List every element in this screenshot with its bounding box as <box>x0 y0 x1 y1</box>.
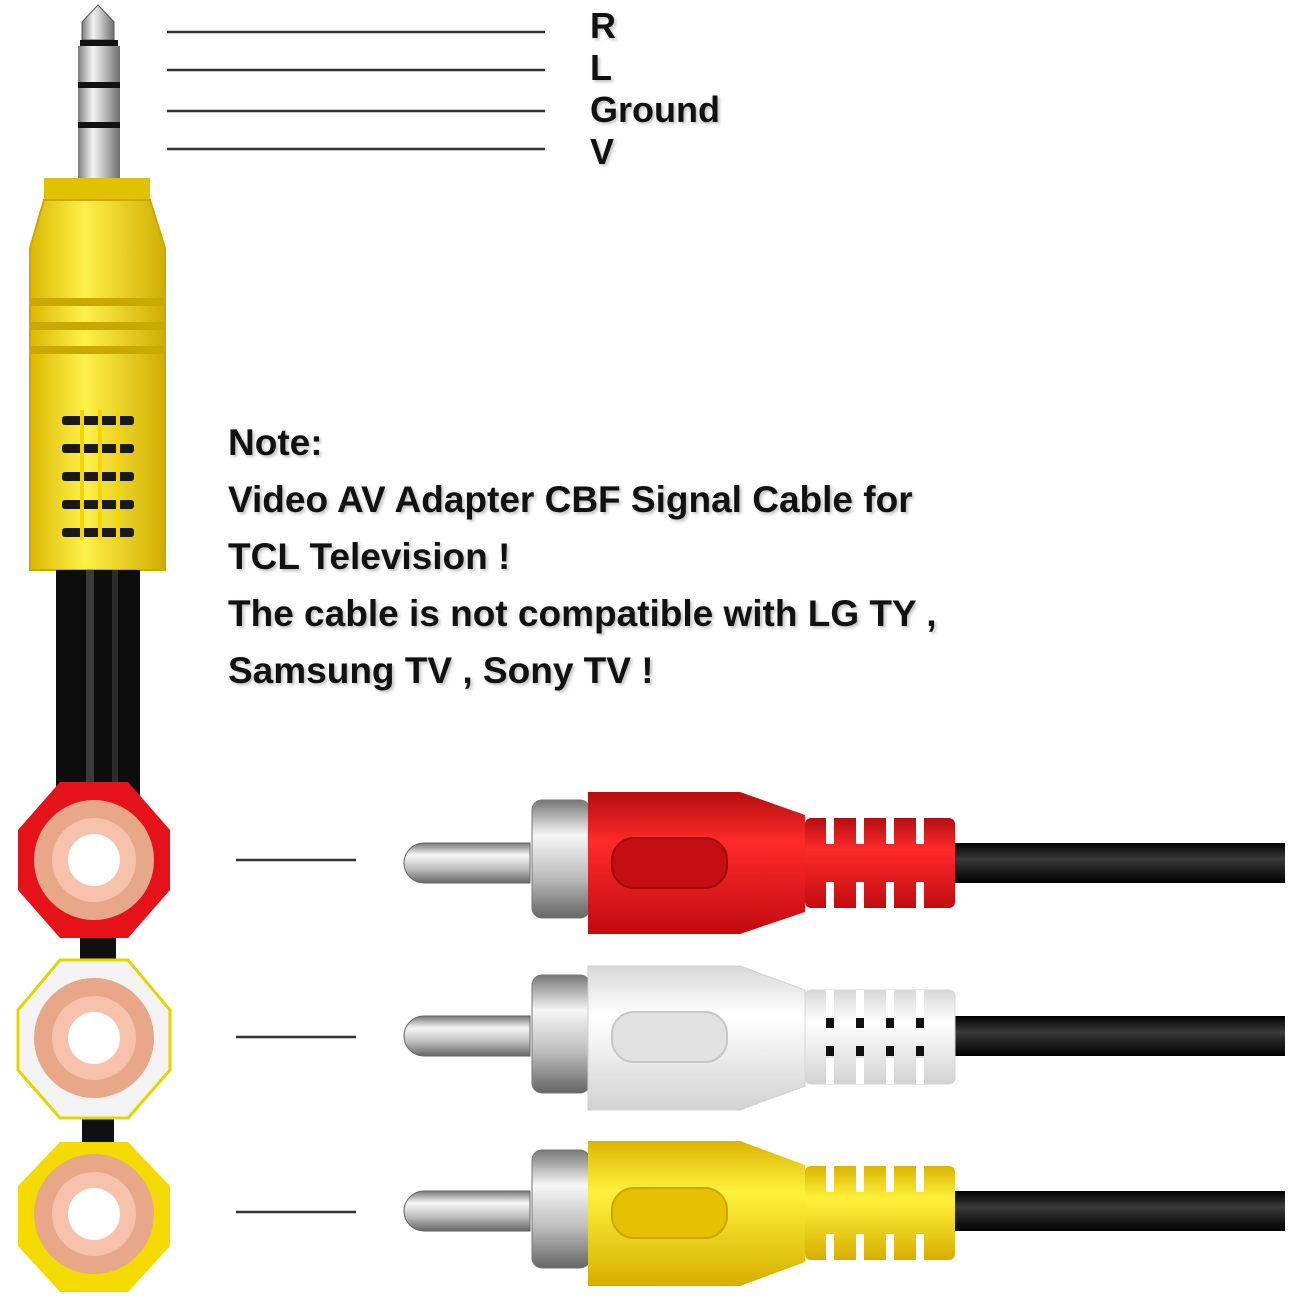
trrs-plug-body <box>29 178 166 571</box>
pin-label-r: R <box>590 5 616 46</box>
note-line-1: Video AV Adapter CBF Signal Cable for <box>228 479 913 520</box>
pin-leader-lines <box>167 30 545 151</box>
white-jack <box>16 958 172 1120</box>
note-line-4: Samsung TV , Sony TV ! <box>228 650 654 691</box>
pin-label-ground: Ground <box>590 89 720 130</box>
red-jack <box>18 782 170 938</box>
pin-label-l: L <box>590 47 612 88</box>
yellow-rca-plug <box>403 1141 1285 1286</box>
main-cable <box>56 570 140 800</box>
compatibility-note: Note: Video AV Adapter CBF Signal Cable … <box>228 414 937 699</box>
yellow-jack <box>18 1142 170 1292</box>
jack-leader-lines <box>236 858 356 1214</box>
note-heading: Note: <box>228 422 323 463</box>
white-rca-plug <box>403 965 1285 1111</box>
note-line-2: TCL Television ! <box>228 536 511 577</box>
trrs-plug-tip <box>78 4 120 180</box>
red-rca-plug <box>403 792 1285 934</box>
note-line-3: The cable is not compatible with LG TY , <box>228 593 937 634</box>
pin-label-v: V <box>590 131 615 172</box>
